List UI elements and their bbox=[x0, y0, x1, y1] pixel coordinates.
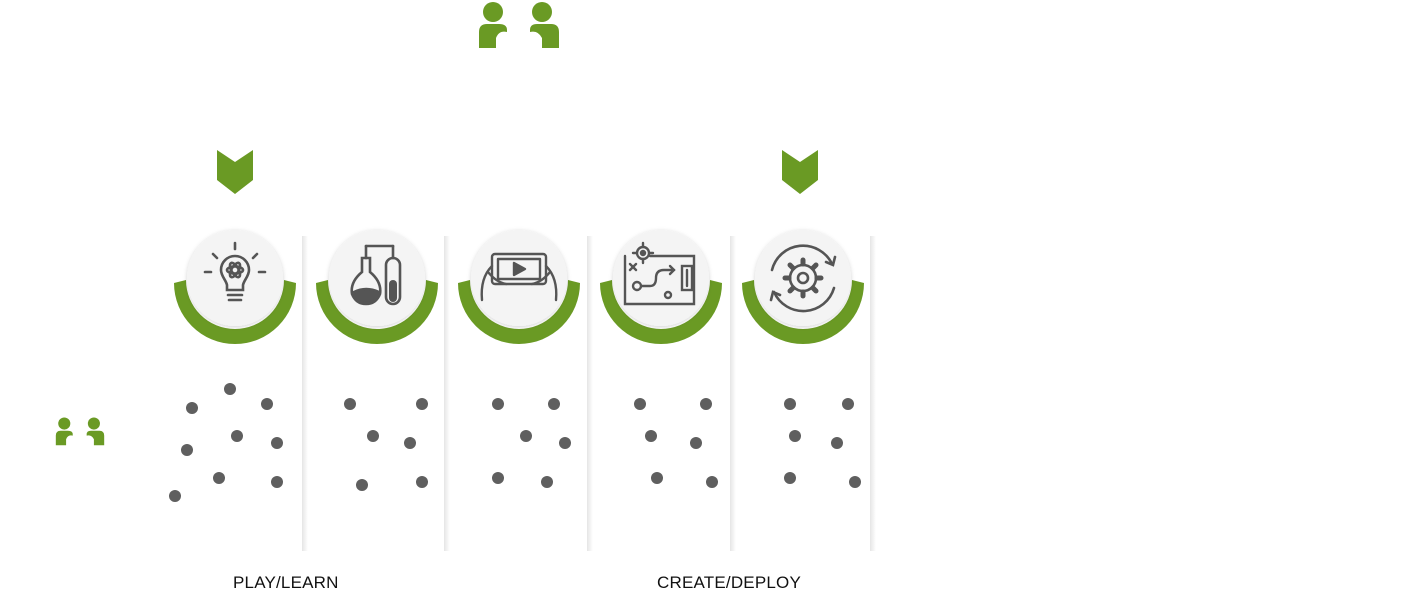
stage-5 bbox=[742, 230, 864, 344]
gear-cycle-icon bbox=[769, 244, 837, 313]
bullet-dot bbox=[700, 398, 712, 410]
bullet-dot bbox=[784, 472, 796, 484]
bullet-dot bbox=[492, 472, 504, 484]
column-divider bbox=[302, 236, 308, 551]
bullet-dot bbox=[404, 437, 416, 449]
bullet-dot bbox=[541, 476, 553, 488]
bullet-dot bbox=[186, 402, 198, 414]
phase-label-create-deploy: CREATE/DEPLOY bbox=[657, 573, 801, 592]
bullet-dot bbox=[784, 398, 796, 410]
stage-1 bbox=[174, 230, 296, 344]
bullet-dot bbox=[849, 476, 861, 488]
play-learn-chevron-icon bbox=[217, 150, 253, 194]
bullet-dot bbox=[651, 472, 663, 484]
strategy-board-gear-icon bbox=[623, 241, 696, 306]
stage-3 bbox=[458, 230, 580, 344]
bullet-dot bbox=[548, 398, 560, 410]
column-divider bbox=[730, 236, 736, 551]
lightbulb-atom-icon bbox=[203, 241, 267, 302]
bullet-dot bbox=[271, 437, 283, 449]
bullet-dot bbox=[261, 398, 273, 410]
lab-flask-tube-icon bbox=[350, 244, 402, 306]
bullet-dot bbox=[831, 437, 843, 449]
tablet-video-hands-icon bbox=[480, 252, 558, 302]
bullet-dot bbox=[645, 430, 657, 442]
bullet-dot bbox=[416, 398, 428, 410]
bullet-dot bbox=[169, 490, 181, 502]
bullet-dot bbox=[213, 472, 225, 484]
bullet-dot bbox=[634, 398, 646, 410]
bullet-dot bbox=[356, 479, 368, 491]
bullet-dot bbox=[344, 398, 356, 410]
bullet-dot bbox=[789, 430, 801, 442]
column-divider bbox=[444, 236, 450, 551]
side-people-icon bbox=[55, 417, 105, 446]
bullet-dot bbox=[231, 430, 243, 442]
stage-4 bbox=[600, 230, 722, 344]
header-people-icon bbox=[479, 2, 559, 48]
create-deploy-chevron-icon bbox=[782, 150, 818, 194]
bullet-dot bbox=[271, 476, 283, 488]
bullet-dot bbox=[706, 476, 718, 488]
bullet-dot bbox=[690, 437, 702, 449]
bullet-dot bbox=[416, 476, 428, 488]
bullet-dot bbox=[224, 383, 236, 395]
bullet-dot bbox=[559, 437, 571, 449]
phase-label-play-learn: PLAY/LEARN bbox=[233, 573, 339, 592]
bullet-dot bbox=[520, 430, 532, 442]
bullet-dot bbox=[842, 398, 854, 410]
column-divider bbox=[870, 236, 876, 551]
bullet-dot bbox=[492, 398, 504, 410]
stage-2 bbox=[316, 230, 438, 344]
column-divider bbox=[587, 236, 593, 551]
bullet-dot bbox=[367, 430, 379, 442]
bullet-dot bbox=[181, 444, 193, 456]
